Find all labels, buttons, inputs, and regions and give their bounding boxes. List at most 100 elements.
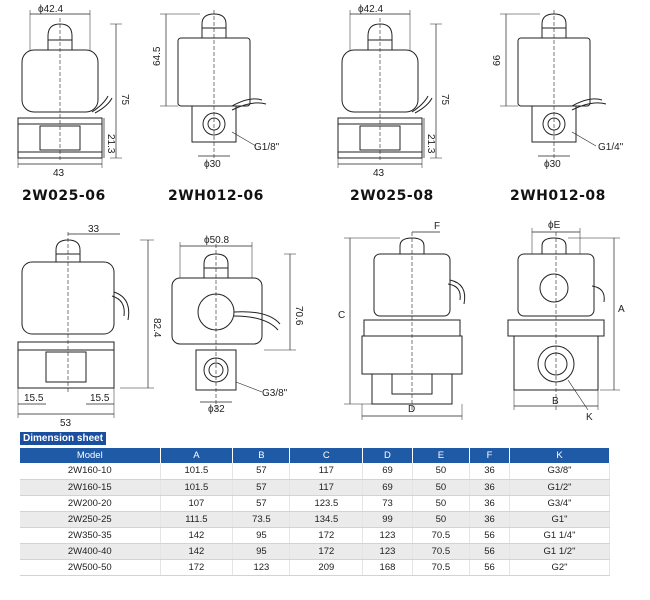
cell-k: G3/8"	[509, 463, 610, 480]
cell-b: 73.5	[232, 511, 291, 528]
dim-right-5: 15.5	[90, 393, 110, 404]
dim-b-8: B	[552, 396, 559, 407]
cell-f: 36	[469, 511, 510, 528]
dim-dia-top-6: ϕ50.8	[204, 235, 230, 246]
dim-height-4: 66	[492, 54, 503, 66]
table-row: 2W400-40 142 95 172 123 70.5 56 G1 1/2"	[20, 543, 610, 560]
cell-f: 56	[469, 543, 510, 560]
dim-dia-4: ϕ30	[544, 159, 561, 170]
dim-port-6: G3/8"	[262, 388, 288, 399]
dim-port-2: G1/8"	[254, 142, 280, 153]
cell-a: 111.5	[160, 511, 234, 528]
cell-c: 123.5	[289, 495, 364, 512]
cell-d: 168	[362, 559, 413, 576]
dim-d-7: D	[408, 404, 415, 415]
valve-drawing-5	[17, 232, 154, 418]
dim-dia-6: ϕ32	[208, 404, 225, 415]
cell-k: G1/2"	[509, 479, 610, 496]
cell-b: 57	[232, 463, 291, 480]
header-k: K	[509, 448, 610, 463]
header-c: C	[289, 448, 364, 463]
valve-drawing-2wh012-06	[160, 10, 267, 160]
dim-height-6: 70.6	[293, 306, 304, 326]
cell-d: 123	[362, 527, 413, 544]
cell-a: 142	[160, 543, 234, 560]
cell-model: 2W350-35	[20, 527, 161, 544]
model-label-2w025-06: 2W025-06	[22, 188, 106, 204]
cell-model: 2W200-20	[20, 495, 161, 512]
cell-b: 123	[232, 559, 291, 576]
dim-c-7: C	[338, 310, 345, 321]
model-label-2wh012-08: 2WH012-08	[510, 188, 606, 204]
cell-e: 50	[412, 511, 471, 528]
cell-c: 117	[289, 479, 364, 496]
cell-d: 69	[362, 479, 413, 496]
dim-a-8: A	[618, 304, 625, 315]
dim-dia-2: ϕ30	[204, 159, 221, 170]
cell-f: 36	[469, 463, 510, 480]
dimension-sheet-title: Dimension sheet	[20, 432, 107, 445]
cell-e: 50	[412, 495, 471, 512]
dim-top-5: 33	[88, 224, 100, 235]
model-label-2wh012-06: 2WH012-06	[168, 188, 264, 204]
header-d: D	[362, 448, 413, 463]
table-row: 2W160-15 101.5 57 117 69 50 36 G1/2"	[20, 479, 610, 496]
table-row: 2W500-50 172 123 209 168 70.5 56 G2"	[20, 559, 610, 576]
cell-b: 95	[232, 527, 291, 544]
header-model: Model	[20, 448, 161, 463]
cell-model: 2W250-25	[20, 511, 161, 528]
table-row: 2W350-35 142 95 172 123 70.5 56 G1 1/4"	[20, 527, 610, 544]
cell-b: 57	[232, 495, 291, 512]
cell-c: 209	[289, 559, 364, 576]
dim-left-5: 15.5	[24, 393, 44, 404]
dim-dia-top-1: ϕ42.4	[38, 4, 64, 15]
dim-dia-top-3: ϕ42.4	[358, 4, 384, 15]
valve-drawing-2w025-06	[17, 10, 122, 168]
cell-a: 172	[160, 559, 234, 576]
valve-drawing-7	[344, 231, 466, 420]
cell-k: G1"	[509, 511, 610, 528]
table-row: 2W200-20 107 57 123.5 73 50 36 G3/4"	[20, 495, 610, 512]
valve-drawing-2wh012-08	[500, 10, 607, 160]
dim-height-5: 82.4	[151, 318, 162, 338]
dim-port-4: G1/4"	[598, 142, 624, 153]
cell-e: 50	[412, 463, 471, 480]
model-label-2w025-08: 2W025-08	[350, 188, 434, 204]
cell-k: G1 1/2"	[509, 543, 610, 560]
dim-f-7: F	[434, 221, 440, 232]
cell-model: 2W160-15	[20, 479, 161, 496]
cell-d: 123	[362, 543, 413, 560]
valve-drawing-6	[171, 242, 296, 410]
dim-height-2: 64.5	[152, 46, 163, 66]
valve-drawing-2w025-08	[337, 10, 442, 168]
cell-e: 50	[412, 479, 471, 496]
header-e: E	[412, 448, 471, 463]
dim-base-3: 21.3	[425, 134, 436, 154]
cell-d: 69	[362, 463, 413, 480]
technical-drawings: ϕ42.4 75 21.3 43 64.5 G1/8" ϕ30	[17, 4, 625, 429]
cell-c: 172	[289, 527, 364, 544]
cell-a: 101.5	[160, 463, 234, 480]
cell-a: 101.5	[160, 479, 234, 496]
header-a: A	[160, 448, 234, 463]
cell-model: 2W400-40	[20, 543, 161, 560]
header-b: B	[232, 448, 291, 463]
cell-k: G1 1/4"	[509, 527, 610, 544]
cell-k: G2"	[509, 559, 610, 576]
cell-c: 117	[289, 463, 364, 480]
header-f: F	[469, 448, 510, 463]
dim-height-1: 75	[119, 94, 130, 106]
cell-e: 70.5	[412, 527, 471, 544]
valve-drawing-8	[507, 228, 620, 411]
dim-width-1: 43	[53, 168, 65, 179]
cell-c: 134.5	[289, 511, 364, 528]
table-header-row: Model A B C D E F K	[20, 448, 610, 463]
dim-k-8: K	[586, 412, 593, 423]
cell-e: 70.5	[412, 543, 471, 560]
cell-d: 99	[362, 511, 413, 528]
cell-f: 56	[469, 559, 510, 576]
cell-c: 172	[289, 543, 364, 560]
dim-width-3: 43	[373, 168, 385, 179]
cell-f: 36	[469, 495, 510, 512]
dim-width-5: 53	[60, 418, 72, 429]
